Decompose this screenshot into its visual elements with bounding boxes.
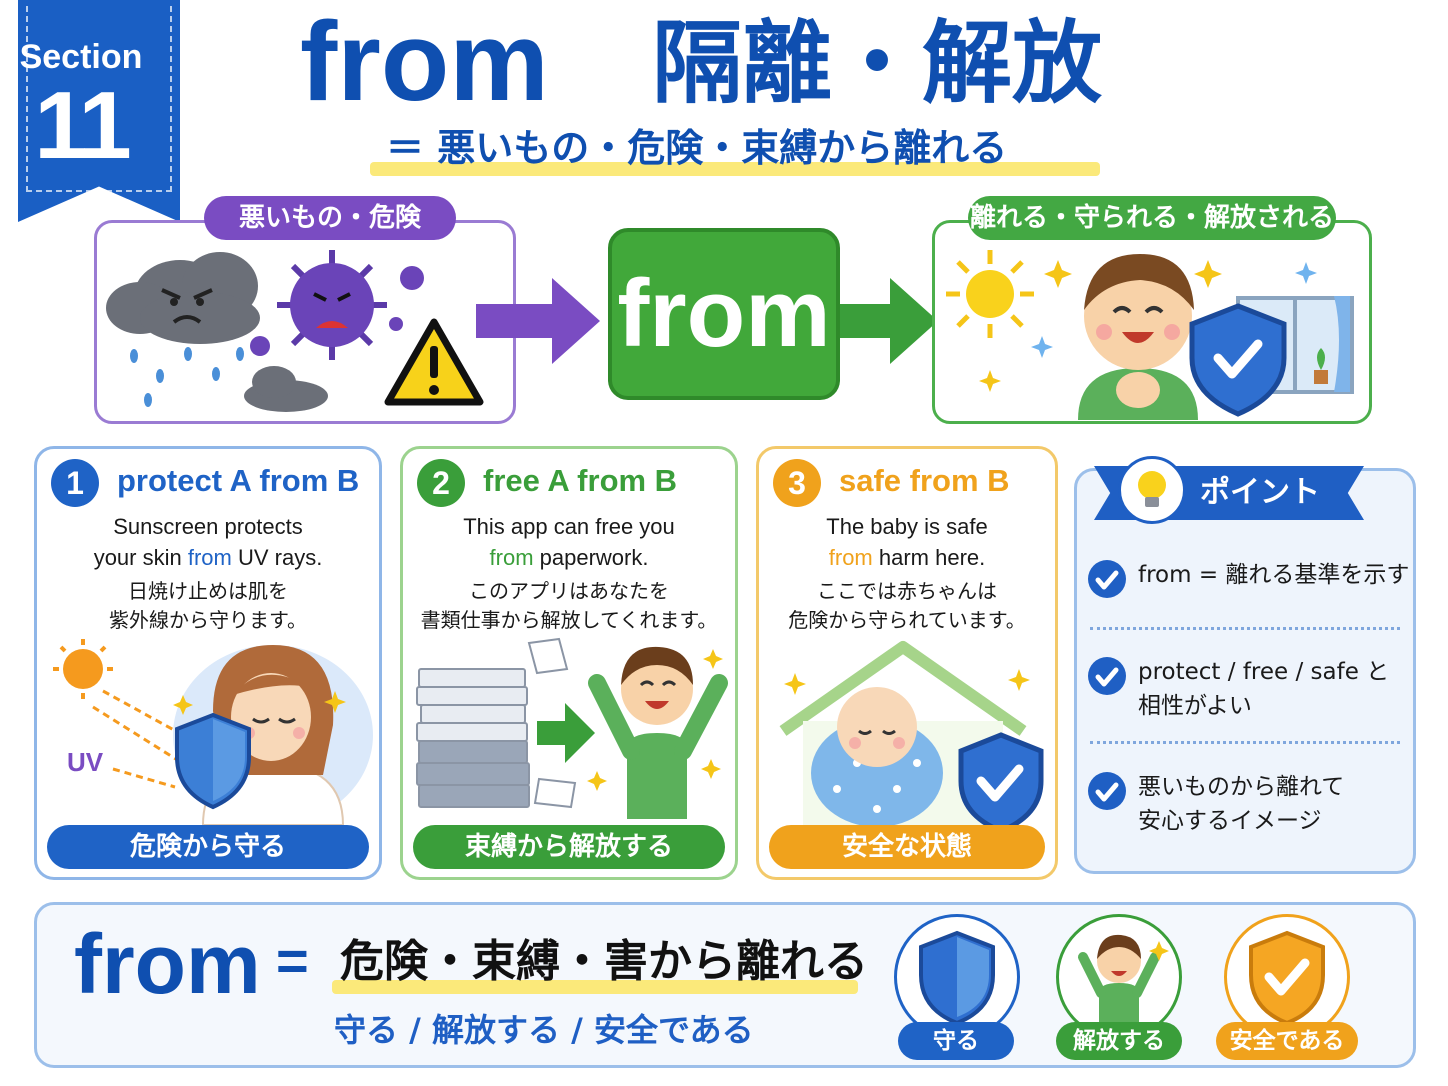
section-label: Section bbox=[19, 38, 143, 76]
check-icon bbox=[1088, 772, 1126, 810]
card-summary-bar: 束縛から解放する bbox=[413, 825, 725, 869]
example-card-free: 2 free A from B This app can free you fr… bbox=[400, 446, 738, 880]
card-jp-line2: 書類仕事から解放してくれます。 bbox=[420, 608, 718, 632]
uv-label: UV bbox=[67, 747, 104, 777]
card-en-line1: The baby is safe bbox=[826, 514, 988, 539]
summary-word: from bbox=[74, 917, 261, 1011]
bad-things-illustration bbox=[106, 250, 484, 412]
bad-things-label: 悪いもの・危険 bbox=[204, 196, 456, 240]
storm-cloud-icon bbox=[106, 252, 328, 412]
baby-icon bbox=[811, 687, 943, 827]
freed-label: 離れる・守られる・解放される bbox=[968, 196, 1336, 240]
card-jp-line2: 危険から守られています。 bbox=[788, 608, 1026, 632]
badge-protect bbox=[894, 914, 1020, 1040]
sun-icon bbox=[946, 250, 1034, 338]
happy-boy-icon bbox=[1078, 934, 1169, 1027]
point-item-text: from = 離れる基準を示す bbox=[1138, 562, 1410, 588]
badge-safe bbox=[1224, 914, 1350, 1040]
divider bbox=[1090, 741, 1400, 744]
from-center-box: from bbox=[608, 228, 840, 400]
summary-sub: 守る / 解放する / 安全である bbox=[334, 1011, 754, 1049]
card-en-line1: Sunscreen protects bbox=[113, 514, 303, 539]
check-icon bbox=[1088, 657, 1126, 695]
safe-baby-illustration bbox=[779, 641, 1044, 834]
badge-free bbox=[1056, 914, 1182, 1040]
paper-stack-icon bbox=[416, 668, 530, 808]
happy-boy-icon bbox=[1078, 254, 1198, 420]
subtitle: ＝ 悪いもの・危険・束縛から離れる bbox=[370, 122, 1100, 180]
card-en-line2: from paperwork. bbox=[489, 545, 649, 570]
card-number: 3 bbox=[773, 459, 821, 507]
card-title: free A from B bbox=[483, 463, 678, 498]
warning-icon bbox=[384, 318, 484, 406]
divider bbox=[1090, 627, 1400, 630]
lightbulb-icon bbox=[1118, 456, 1186, 524]
section-banner bbox=[18, 0, 180, 222]
summary-equals: = bbox=[276, 929, 309, 992]
card-english-sentence: Sunscreen protects your skin from UV ray… bbox=[37, 511, 379, 573]
shield-check-icon bbox=[1249, 930, 1325, 1026]
shield-check-icon bbox=[1189, 303, 1287, 417]
card-summary-bar: 危険から守る bbox=[47, 825, 369, 869]
point-title: ポイント bbox=[1200, 475, 1320, 510]
page-title-word: from bbox=[300, 0, 549, 124]
shield-icon bbox=[919, 930, 995, 1026]
card-jp-line1: 日焼け止めは肌を bbox=[128, 579, 288, 603]
summary-main-text: 危険・束縛・害から離れる bbox=[340, 936, 868, 987]
card-en-line1: This app can free you bbox=[463, 514, 675, 539]
card-jp-line1: ここでは赤ちゃんは bbox=[817, 579, 997, 603]
card-japanese-sentence: ここでは赤ちゃんは 危険から守られています。 bbox=[759, 577, 1055, 635]
card-number: 2 bbox=[417, 459, 465, 507]
green-arrow-icon bbox=[840, 278, 938, 364]
happy-boy-icon bbox=[588, 646, 728, 819]
point-item-text: 悪いものから離れて安心するイメージ bbox=[1138, 774, 1345, 834]
card-japanese-sentence: このアプリはあなたを 書類仕事から解放してくれます。 bbox=[403, 577, 735, 635]
page-title-jp: 隔離・解放 bbox=[652, 11, 1102, 116]
sun-icon bbox=[53, 639, 113, 699]
card-english-sentence: This app can free you from paperwork. bbox=[403, 511, 735, 573]
badge-free-label: 解放する bbox=[1056, 1022, 1182, 1060]
card-summary-bar: 安全な状態 bbox=[769, 825, 1045, 869]
example-card-protect: 1 protect A from B Sunscreen protects yo… bbox=[34, 446, 382, 880]
badge-protect-label: 守る bbox=[898, 1022, 1014, 1060]
badge-safe-label: 安全である bbox=[1216, 1022, 1358, 1060]
virus-icon bbox=[250, 250, 424, 360]
card-number: 1 bbox=[51, 459, 99, 507]
card-jp-line1: このアプリはあなたを bbox=[469, 579, 669, 603]
paperwork-illustration bbox=[416, 637, 728, 819]
from-center-word: from bbox=[617, 260, 831, 367]
check-icon bbox=[1088, 560, 1126, 598]
point-item-text: protect / free / safe と相性がよい bbox=[1138, 659, 1390, 719]
card-title: safe from B bbox=[839, 463, 1010, 498]
example-card-safe: 3 safe from B The baby is safe from harm… bbox=[756, 446, 1058, 880]
subtitle-text: ＝ 悪いもの・危険・束縛から離れる bbox=[386, 126, 1008, 170]
shield-icon bbox=[175, 712, 251, 810]
sunscreen-illustration: UV bbox=[53, 639, 373, 826]
card-english-sentence: The baby is safe from harm here. bbox=[759, 511, 1055, 573]
summary-main: 危険・束縛・害から離れる bbox=[332, 930, 868, 996]
card-en-line2: from harm here. bbox=[828, 545, 986, 570]
card-title: protect A from B bbox=[117, 463, 360, 498]
card-japanese-sentence: 日焼け止めは肌を 紫外線から守ります。 bbox=[37, 577, 379, 635]
card-en-line2: your skin from UV rays. bbox=[93, 545, 323, 570]
section-number: 11 bbox=[34, 72, 131, 179]
card-jp-line2: 紫外線から守ります。 bbox=[109, 608, 307, 632]
purple-arrow-icon bbox=[476, 278, 600, 364]
point-panel bbox=[1074, 468, 1416, 874]
freed-illustration bbox=[946, 250, 1354, 420]
